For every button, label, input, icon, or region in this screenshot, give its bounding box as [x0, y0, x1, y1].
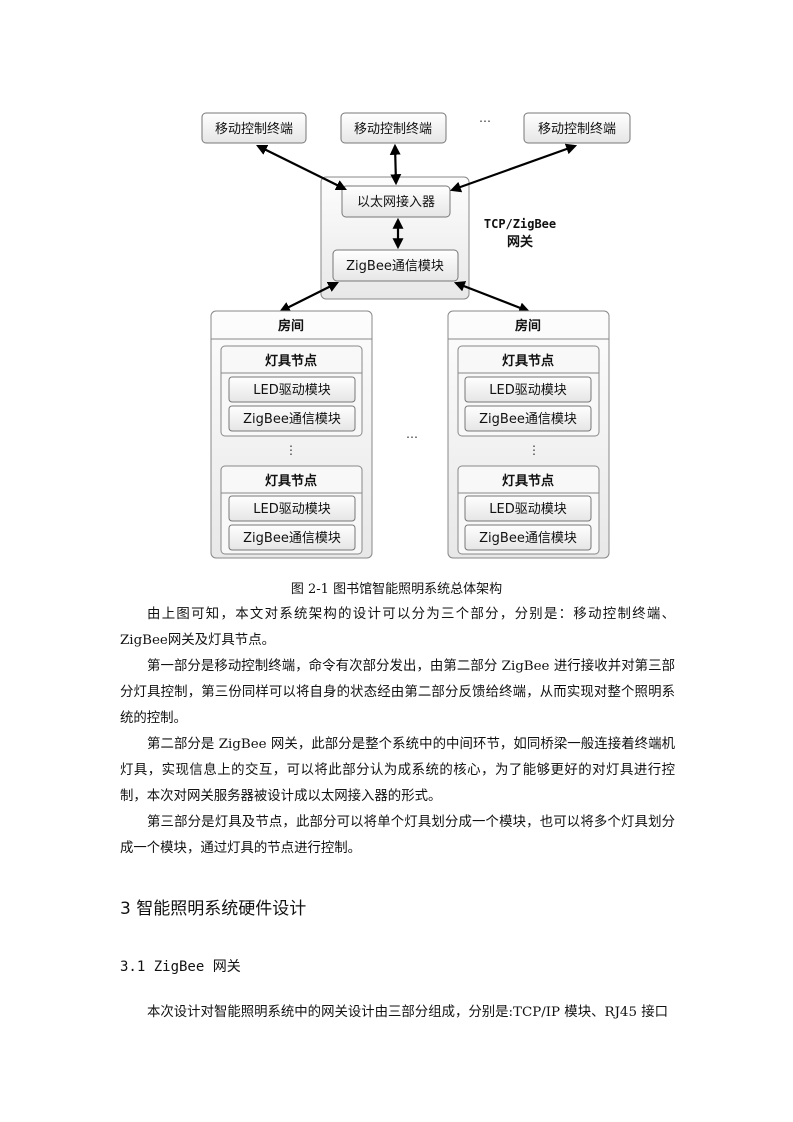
section-heading: 3 智能照明系统硬件设计	[120, 899, 307, 919]
lamp-node: 灯具节点 LED驱动模块 ZigBee通信模块	[457, 465, 600, 555]
gateway-zigbee-box: ZigBee通信模块	[332, 249, 459, 282]
paragraph-1: 由上图可知，本文对系统架构的设计可以分为三个部分，分别是：移动控制终端、ZigB…	[120, 607, 675, 648]
paragraph-4: 第三部分是灯具及节点，此部分可以将单个灯具划分成一个模块，也可以将多个灯具划分成…	[120, 815, 675, 856]
svg-text:LED驱动模块: LED驱动模块	[489, 383, 566, 398]
gateway-label-line2: 网关	[507, 234, 533, 250]
svg-text:移动控制终端: 移动控制终端	[215, 121, 293, 137]
svg-text:ZigBee通信模块: ZigBee通信模块	[346, 259, 444, 274]
gateway-label-line1: TCP/ZigBee	[484, 217, 556, 231]
connection-arrows	[256, 143, 578, 313]
svg-text:LED驱动模块: LED驱动模块	[253, 502, 330, 517]
svg-text:⋮: ⋮	[285, 443, 297, 457]
svg-text:灯具节点: 灯具节点	[502, 473, 554, 489]
ethernet-box: 以太网接入器	[341, 185, 451, 218]
lamp-node: 灯具节点 LED驱动模块 ZigBee通信模块	[457, 345, 600, 437]
svg-text:ZigBee通信模块: ZigBee通信模块	[479, 531, 577, 546]
svg-text:灯具节点: 灯具节点	[265, 473, 317, 489]
architecture-diagram: 移动控制终端 移动控制终端 … 移动控制终端 以太网接入器 ZigBee通信模块…	[201, 111, 631, 559]
paragraph-2: 第一部分是移动控制终端，命令有次部分发出，由第二部分 ZigBee 进行接收并对…	[120, 659, 675, 726]
svg-text:灯具节点: 灯具节点	[502, 353, 554, 369]
terminal-box-1: 移动控制终端	[201, 112, 307, 144]
room-right: 房间 灯具节点 LED驱动模块 ZigBee通信模块 ⋮ 灯具节点 LED驱动模…	[447, 310, 610, 559]
subsection-heading: 3.1 ZigBee 网关	[120, 959, 241, 975]
svg-text:ZigBee通信模块: ZigBee通信模块	[243, 531, 341, 546]
svg-text:房间: 房间	[515, 318, 541, 334]
paragraph-3: 第二部分是 ZigBee 网关，此部分是整个系统中的中间环节，如同桥梁一般连接着…	[120, 737, 675, 804]
lamp-node: 灯具节点 LED驱动模块 ZigBee通信模块	[220, 345, 363, 437]
terminal-box-2: 移动控制终端	[340, 112, 447, 144]
svg-text:房间: 房间	[278, 318, 304, 334]
svg-text:移动控制终端: 移动控制终端	[538, 121, 616, 137]
svg-text:ZigBee通信模块: ZigBee通信模块	[479, 412, 577, 427]
svg-text:⋮: ⋮	[528, 443, 540, 457]
svg-text:LED驱动模块: LED驱动模块	[489, 502, 566, 517]
svg-text:LED驱动模块: LED驱动模块	[253, 383, 330, 398]
svg-text:移动控制终端: 移动控制终端	[354, 121, 432, 137]
lamp-node: 灯具节点 LED驱动模块 ZigBee通信模块	[220, 465, 363, 555]
figure-caption: 图 2-1 图书馆智能照明系统总体架构	[290, 582, 503, 597]
svg-text:以太网接入器: 以太网接入器	[357, 194, 435, 210]
paragraph-5: 本次设计对智能照明系统中的网关设计由三部分组成，分别是:TCP/IP 模块、RJ…	[147, 1005, 669, 1020]
svg-text:灯具节点: 灯具节点	[265, 353, 317, 369]
room-ellipsis: …	[406, 427, 418, 441]
terminal-box-3: 移动控制终端	[523, 112, 631, 144]
svg-text:ZigBee通信模块: ZigBee通信模块	[243, 412, 341, 427]
room-left: 房间 灯具节点 LED驱动模块 ZigBee通信模块 ⋮ 灯具节点 LED驱动模…	[210, 310, 373, 559]
terminal-ellipsis: …	[479, 111, 491, 125]
